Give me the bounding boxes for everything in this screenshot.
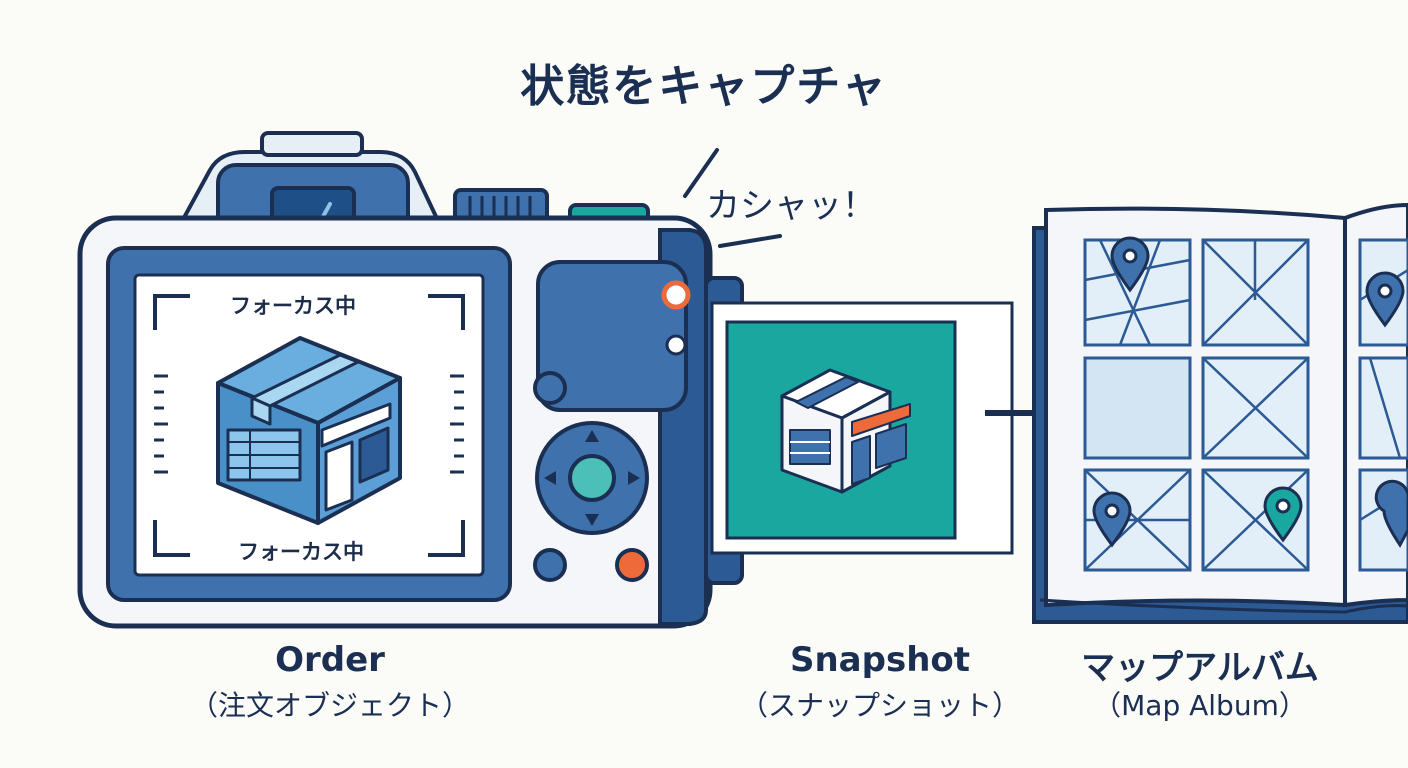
album-caption: マップアルバム: [1081, 648, 1319, 688]
shutter-sound-label: カシャッ！: [706, 186, 876, 226]
album-subcaption: （Map Album）: [1093, 689, 1307, 722]
page-title: 状態をキャプチャ: [520, 61, 888, 112]
order-caption: Order: [275, 640, 385, 680]
focus-label-top: フォーカス中: [230, 294, 356, 318]
map-pin-icon: [1092, 236, 1408, 548]
package-box-icon: [216, 336, 402, 525]
snapshot-photo-icon: [710, 301, 1014, 555]
focus-label-bottom: フォーカス中: [238, 540, 364, 564]
map-album-icon: [1032, 202, 1408, 624]
snapshot-caption: Snapshot: [789, 640, 971, 680]
camera-icon: [77, 131, 744, 629]
order-subcaption: （注文オブジェクト）: [189, 689, 470, 722]
snapshot-subcaption: （スナップショット）: [739, 689, 1020, 722]
